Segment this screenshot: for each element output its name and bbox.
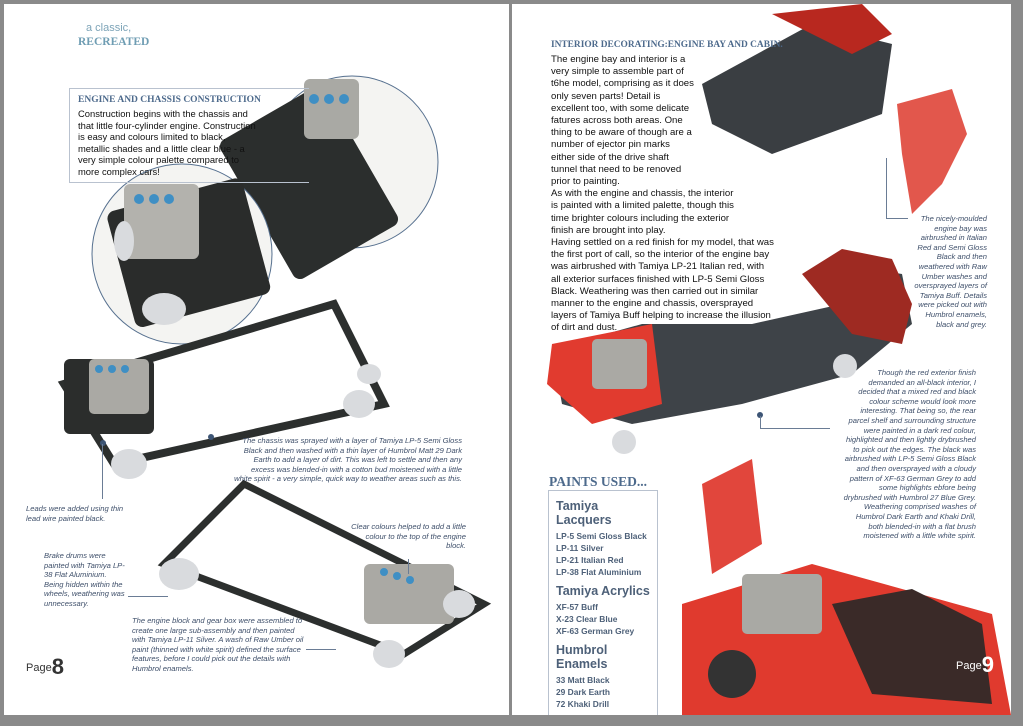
paint-item: LP-21 Italian Red [556,555,624,565]
paint-group-title: Humbrol Enamels [556,643,608,671]
caption-leads: Leads were added using thin lead wire pa… [26,504,124,523]
caption-engine-block: The engine block and gear box were assem… [132,616,304,673]
page-number: Page8 [26,654,64,680]
caption-clear: Clear colours helped to add a little col… [351,522,466,551]
paint-item: XF-57 Buff [556,602,598,612]
caption-chassis: The chassis was sprayed with a layer of … [234,436,462,484]
body-paragraph: Having settled on a red finish for my mo… [551,237,774,334]
section-body: Construction begins with the chassis and… [78,108,256,177]
page-number-value: 9 [981,652,994,677]
page-number: Page9 [956,652,994,678]
body-paragraph: The engine bay and interior is a very si… [551,54,694,188]
caption-interior: Though the red exterior finish demanded … [843,368,976,541]
page-label: Page [956,660,982,672]
callout-dot [208,434,214,440]
paint-item: LP-11 Silver [556,543,604,553]
caption-brakes: Brake drums were painted with Tamiya LP-… [44,551,125,608]
caption-engine-bay: The nicely-moulded engine bay was airbru… [914,214,987,329]
paint-item: XF-63 German Grey [556,626,635,636]
page-label: Page [26,662,52,674]
kicker: a classic, [86,22,132,34]
right-page: INTERIOR DECORATING:ENGINE BAY AND CABIN… [512,4,1011,715]
paints-list: Tamiya Lacquers LP-5 Semi Gloss Black LP… [548,490,658,715]
paint-item: 33 Matt Black [556,675,610,685]
body-text: The engine bay and interior is a very si… [551,54,776,335]
paint-group-title: Tamiya Lacquers [556,499,612,527]
paint-item: 29 Dark Earth [556,687,610,697]
paint-item: LP-5 Semi Gloss Black [556,531,647,541]
section-heading: INTERIOR DECORATING:ENGINE BAY AND CABIN… [551,40,783,50]
body-paragraph: As with the engine and chassis, the inte… [551,188,734,236]
photo-engine-chassis [57,75,492,668]
paint-item: X-23 Clear Blue [556,614,618,624]
photo-body-interior [547,4,1011,715]
intro-box [69,88,309,183]
page-number-value: 8 [51,654,64,679]
paint-item: LP-38 Flat Aluminium [556,567,642,577]
callout-dot [100,440,106,446]
article-title: RECREATED [78,36,150,48]
paints-heading: PAINTS USED... [549,474,648,489]
paint-item: 72 Khaki Drill [556,699,610,709]
left-page: a classic, RECREATED ENGINE AND CHASSIS … [4,4,509,715]
section-heading: ENGINE AND CHASSIS CONSTRUCTION [78,95,261,105]
callout-dot [757,412,763,418]
paint-group-title: Tamiya Acrylics [556,584,650,598]
